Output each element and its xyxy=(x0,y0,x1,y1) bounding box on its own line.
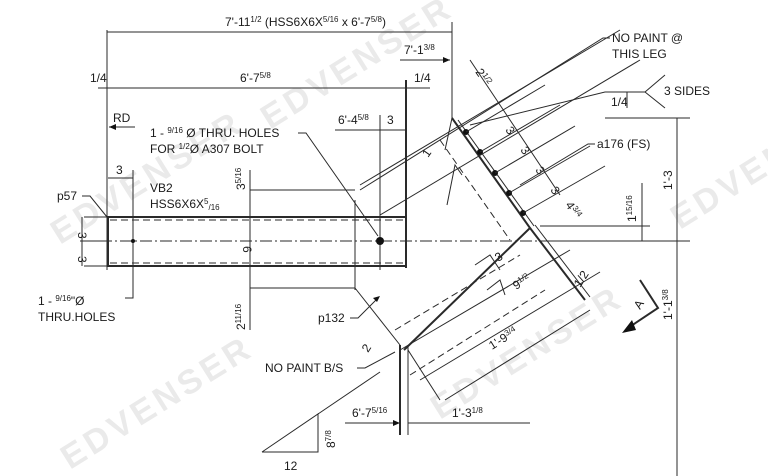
svg-text:EDVENSER: EDVENSER xyxy=(54,328,260,476)
dimension-half-depth: 3 3 xyxy=(75,216,108,267)
dimension-lower-vertical: 211/16 xyxy=(234,287,401,346)
svg-text:NO PAINT B/S: NO PAINT B/S xyxy=(265,361,343,375)
svg-text:12: 12 xyxy=(284,459,298,473)
svg-text:p57: p57 xyxy=(57,189,77,203)
dimension-right-vertical: 1'-3 1'-13/8 115/16 xyxy=(540,117,690,476)
svg-text:211/16: 211/16 xyxy=(234,303,248,330)
svg-text:35/16: 35/16 xyxy=(234,167,248,190)
svg-text:1/4: 1/4 xyxy=(611,95,628,109)
svg-text:3: 3 xyxy=(75,232,89,239)
svg-text:115/16: 115/16 xyxy=(625,195,639,222)
rd-reference: RD xyxy=(109,111,135,130)
part-mark-p57: p57 xyxy=(57,189,108,218)
svg-text:a176 (FS): a176 (FS) xyxy=(597,137,650,151)
svg-text:1 - 9/16"Ø: 1 - 9/16"Ø xyxy=(38,294,85,308)
note-thru-holes: 1 - 9/16"Ø THRU.HOLES xyxy=(38,244,134,324)
gusset-plate: 1 xyxy=(403,117,535,351)
section-mark-a: A xyxy=(622,279,660,333)
svg-text:43/4: 43/4 xyxy=(563,199,585,222)
svg-text:1/4: 1/4 xyxy=(90,71,107,85)
plate-bolts xyxy=(463,59,606,216)
svg-text:RD: RD xyxy=(113,111,131,125)
slope-indicator: 87/8 12 xyxy=(261,371,381,473)
note-bolt-holes: 1 - 9/16 Ø THRU. HOLES FOR 1/2Ø A307 BOL… xyxy=(150,126,379,237)
svg-text:NO PAINT @: NO PAINT @ xyxy=(612,31,683,45)
plate-mark-a176: a176 (FS) xyxy=(519,137,650,186)
svg-text:THRU.HOLES: THRU.HOLES xyxy=(38,310,115,324)
svg-text:87/8: 87/8 xyxy=(324,430,338,448)
dimension-upper-vertical: 35/16 xyxy=(234,167,355,191)
dimension-bottom: 6'-75/16 1'-31/8 xyxy=(345,345,530,435)
note-no-paint-leg: NO PAINT @ THIS LEG xyxy=(359,31,683,191)
part-mark-p132: p132 xyxy=(318,296,380,325)
dimension-top-right-offset: 7'-13/8 xyxy=(400,43,450,63)
brace-member xyxy=(359,29,641,381)
svg-text:VB2: VB2 xyxy=(150,181,173,195)
dimension-hole-location: 6'-45/8 3 xyxy=(335,113,405,270)
svg-text:1/4: 1/4 xyxy=(414,71,431,85)
svg-text:7'-13/8: 7'-13/8 xyxy=(404,43,435,57)
svg-text:FOR 1/2Ø A307 BOLT: FOR 1/2Ø A307 BOLT xyxy=(150,142,264,156)
svg-text:6'-45/8: 6'-45/8 xyxy=(338,113,369,127)
svg-text:1'-3: 1'-3 xyxy=(661,170,675,190)
svg-text:6: 6 xyxy=(240,246,254,253)
svg-text:1'-31/8: 1'-31/8 xyxy=(452,406,483,420)
svg-text:7'-111/2 (HSS6X6X5/16 x 6'-75/: 7'-111/2 (HSS6X6X5/16 x 6'-75/8) xyxy=(225,15,386,29)
svg-text:p132: p132 xyxy=(318,311,345,325)
member-label: VB2 HSS6X6X5/16 xyxy=(150,181,220,212)
svg-text:A: A xyxy=(631,297,647,311)
svg-text:1'-13/8: 1'-13/8 xyxy=(661,289,675,320)
note-no-paint-bs: NO PAINT B/S xyxy=(265,351,396,375)
svg-text:EDVENSER: EDVENSER xyxy=(664,88,768,236)
svg-text:3 SIDES: 3 SIDES xyxy=(664,84,710,98)
svg-text:3: 3 xyxy=(116,163,123,177)
svg-text:3: 3 xyxy=(75,256,89,263)
svg-text:THIS LEG: THIS LEG xyxy=(612,47,667,61)
bolt-hole-marker xyxy=(376,237,384,245)
svg-text:3: 3 xyxy=(387,113,394,127)
svg-text:1 - 9/16 Ø THRU. HOLES: 1 - 9/16 Ø THRU. HOLES xyxy=(150,126,279,140)
weld-symbol: 1/4 3 SIDES xyxy=(469,74,710,126)
svg-text:HSS6X6X5/16: HSS6X6X5/16 xyxy=(150,197,220,212)
svg-text:2: 2 xyxy=(359,341,375,354)
svg-text:3: 3 xyxy=(503,124,518,138)
svg-text:6'-75/8: 6'-75/8 xyxy=(240,71,271,85)
svg-text:6'-75/16: 6'-75/16 xyxy=(352,406,388,420)
overall-dimension: 7'-111/2 (HSS6X6X5/16 x 6'-75/8) xyxy=(106,15,453,270)
svg-text:3: 3 xyxy=(548,184,563,198)
